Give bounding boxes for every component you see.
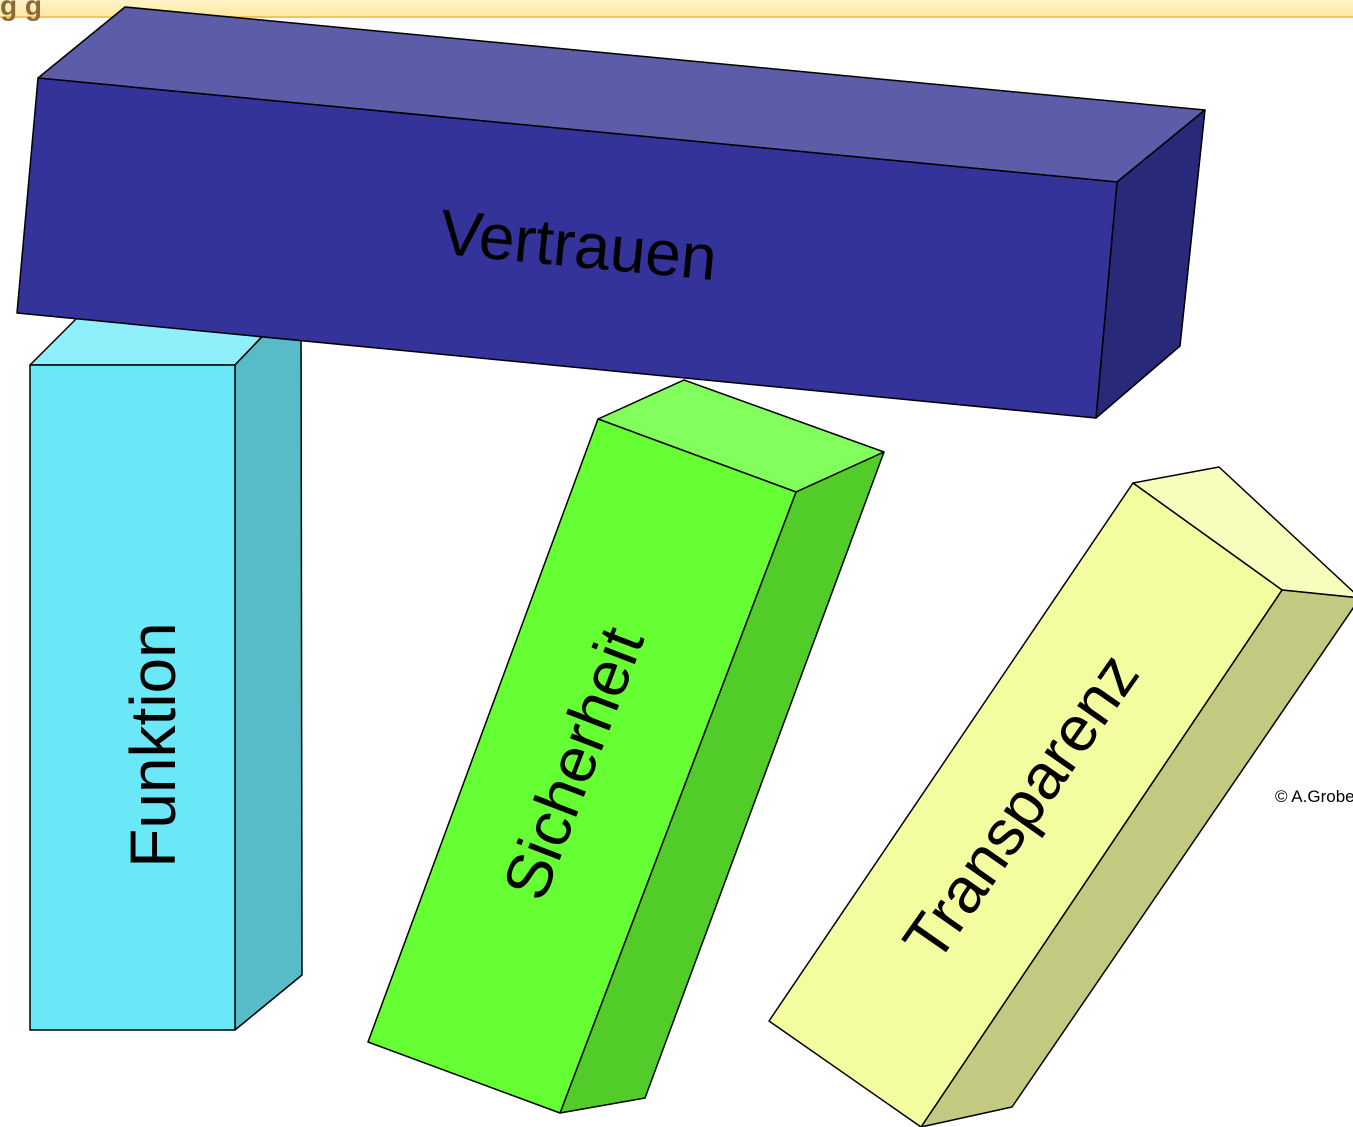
transparenz-front-face — [768, 482, 1283, 1127]
block-sicherheit: Sicherheit — [367, 379, 885, 1114]
copyright-notice: © A.Grobe — [1275, 787, 1353, 806]
banner-title-fragment: g g — [0, 0, 42, 21]
funktion-side-face — [234, 295, 303, 1031]
title-banner: g g — [0, 0, 1353, 21]
block-transparenz: Transparenz — [768, 466, 1353, 1127]
block-funktion: Funktion — [29, 295, 303, 1031]
vertrauen-front-face — [16, 77, 1118, 419]
funktion-label: Funktion — [117, 622, 189, 867]
block-vertrauen: Vertrauen — [16, 6, 1206, 419]
sicherheit-front-face — [367, 418, 797, 1114]
funktion-front-face — [29, 364, 236, 1031]
